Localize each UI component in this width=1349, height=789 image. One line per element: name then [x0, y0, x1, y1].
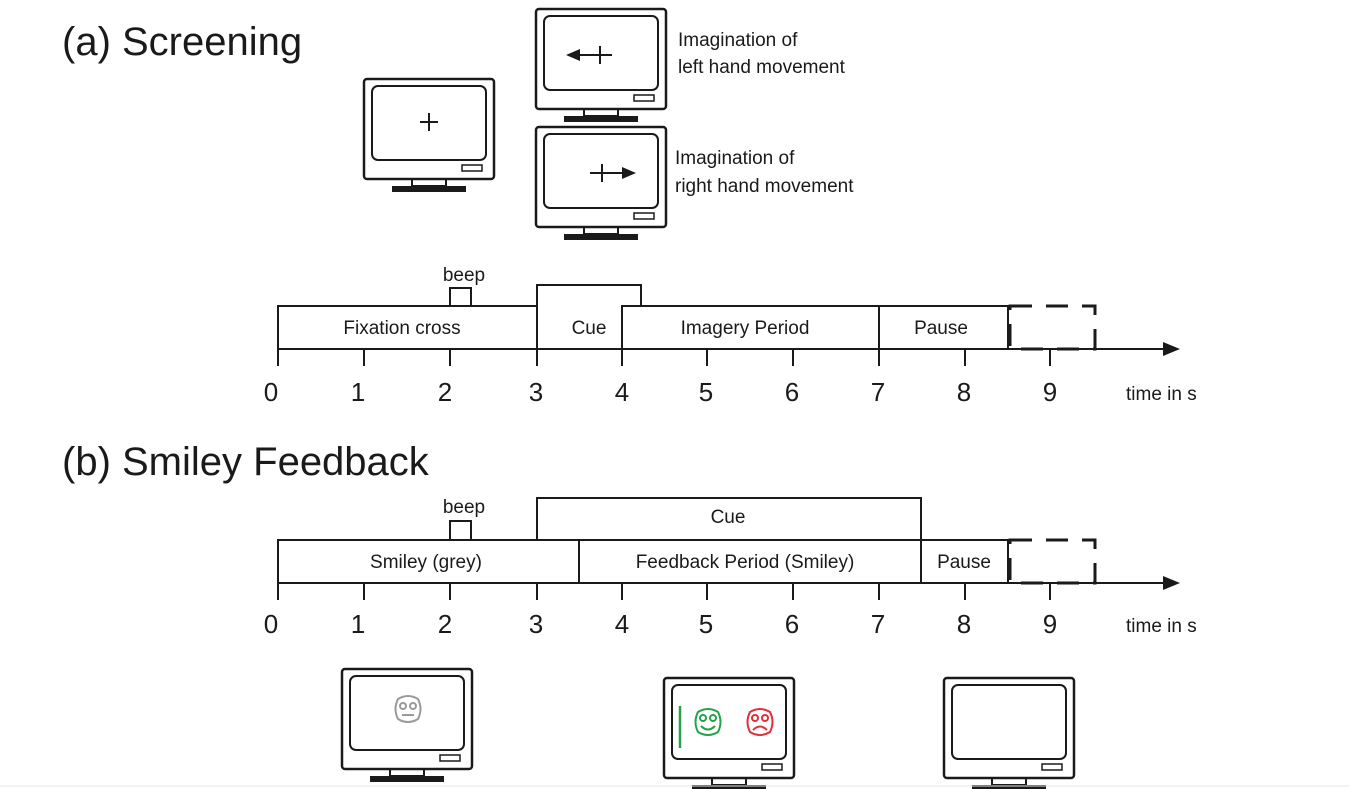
timeline-a: beep Fixation cross Cue Imagery Period P…	[264, 265, 1197, 407]
segment-pause-a: Pause	[914, 318, 968, 339]
timeline-b: beep Cue Smiley (grey) Feedback Period (…	[264, 497, 1197, 639]
tick-label: 2	[438, 377, 452, 407]
left-cue-monitor	[534, 7, 668, 124]
segment-imagery: Imagery Period	[681, 318, 810, 339]
tick-label: 9	[1043, 377, 1057, 407]
sad-smiley-icon	[746, 708, 774, 736]
tick-label: 0	[264, 609, 278, 639]
tick-label: 7	[871, 377, 885, 407]
segment-smiley-grey: Smiley (grey)	[370, 552, 482, 573]
tick-label: 7	[871, 609, 885, 639]
segment-pause-b: Pause	[937, 552, 991, 573]
tick-label: 4	[615, 609, 629, 639]
right-arrow-icon	[590, 164, 636, 182]
tick-label: 3	[529, 609, 543, 639]
grey-smiley-monitor	[340, 667, 474, 784]
tick-label: 8	[957, 609, 971, 639]
tick-label: 6	[785, 609, 799, 639]
right-imagination-label-1: Imagination of	[675, 148, 795, 169]
beep-label-a: beep	[443, 265, 485, 286]
tick-label: 9	[1043, 609, 1057, 639]
monitor-icon	[534, 125, 668, 242]
fixation-monitor	[362, 77, 496, 194]
blank-monitor	[942, 676, 1076, 789]
monitor-icon	[340, 667, 474, 784]
feedback-monitor	[662, 676, 796, 789]
tick-label: 5	[699, 609, 713, 639]
grey-smiley-icon	[394, 695, 422, 723]
left-imagination-label-1: Imagination of	[678, 30, 798, 51]
monitor-icon	[662, 676, 796, 789]
monitor-icon	[534, 7, 668, 124]
right-cue-monitor	[534, 125, 668, 242]
right-imagination-label-2: right hand movement	[675, 176, 854, 197]
tick-label: 0	[264, 377, 278, 407]
left-arrow-icon	[566, 46, 612, 64]
tick-label: 1	[351, 609, 365, 639]
segment-fixation: Fixation cross	[343, 318, 460, 339]
tick-label: 5	[699, 377, 713, 407]
tick-label: 2	[438, 609, 452, 639]
beep-label-b: beep	[443, 497, 485, 518]
segment-cue-b: Cue	[711, 507, 746, 528]
plus-icon	[420, 113, 438, 131]
left-imagination-label-2: left hand movement	[678, 57, 846, 78]
panel-a-title: (a) Screening	[62, 20, 302, 64]
happy-smiley-icon	[694, 708, 722, 736]
monitor-icon	[362, 77, 496, 194]
segment-cue-a: Cue	[572, 318, 607, 339]
panel-b-title: (b) Smiley Feedback	[62, 440, 430, 484]
tick-label: 4	[615, 377, 629, 407]
tick-label: 8	[957, 377, 971, 407]
monitor-icon	[942, 676, 1076, 789]
tick-label: 3	[529, 377, 543, 407]
time-unit-a: time in s	[1126, 384, 1197, 405]
tick-label: 1	[351, 377, 365, 407]
segment-feedback: Feedback Period (Smiley)	[636, 552, 855, 573]
tick-label: 6	[785, 377, 799, 407]
time-unit-b: time in s	[1126, 616, 1197, 637]
